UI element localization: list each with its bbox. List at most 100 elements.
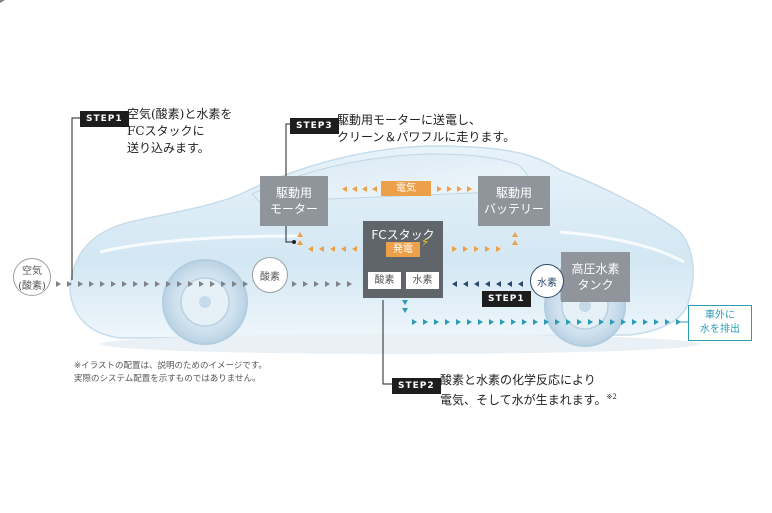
air-line1: 空気 — [22, 266, 42, 277]
water-out-arrow — [478, 319, 483, 325]
step1-line1: 空気(酸素)と水素を — [127, 107, 233, 121]
air-flow-arrow — [111, 281, 116, 287]
drive-battery-box: 駆動用 バッテリー — [478, 176, 550, 226]
water-out-arrow — [500, 319, 505, 325]
oxygen-flow-arrow — [314, 281, 319, 287]
step3-description: 駆動用モーターに送電し、 クリーン＆パワフルに走ります。 — [337, 112, 515, 146]
note-line2: 実際のシステム配置を示すものではありません。 — [74, 374, 261, 384]
fc-to-battery-up-arrow — [512, 240, 518, 245]
fc-oxygen-label: 酸素 — [368, 272, 401, 289]
fc-to-battery-arrow — [485, 246, 490, 252]
oxygen-flow-arrow — [292, 281, 297, 287]
air-flow-arrow — [89, 281, 94, 287]
fc-to-motor-arrow — [330, 246, 335, 252]
air-flow-arrow — [199, 281, 204, 287]
oxygen-flow-arrow — [325, 281, 330, 287]
step3-line2: クリーン＆パワフルに走ります。 — [337, 130, 516, 144]
step3-tag: STEP3 — [290, 118, 339, 134]
water-out-arrow — [665, 319, 670, 325]
water-out-arrow — [654, 319, 659, 325]
oxygen-flow-arrow — [347, 281, 352, 287]
electricity-label: 電気 — [381, 181, 431, 196]
step3-line1: 駆動用モーターに送電し、 — [337, 113, 482, 127]
air-flow-arrow — [122, 281, 127, 287]
water-down-arrow — [402, 300, 408, 305]
air-flow-arrow — [133, 281, 138, 287]
air-flow-arrow — [166, 281, 171, 287]
hydrogen-tank-box: 高圧水素 タンク — [561, 252, 630, 302]
tank-line2: タンク — [577, 278, 614, 292]
step2-callout-line — [382, 300, 392, 385]
hydrogen-flow-arrow — [474, 281, 479, 287]
water-out-arrow — [577, 319, 582, 325]
water-out-arrow — [511, 319, 516, 325]
air-flow-arrow — [56, 281, 61, 287]
step1-description: 空気(酸素)と水素を FCスタックに 送り込みます。 — [127, 106, 232, 157]
air-flow-arrow — [232, 281, 237, 287]
electricity-to-motor-arrow — [372, 186, 377, 192]
fc-to-battery-arrow — [463, 246, 468, 252]
water-out-arrow — [610, 319, 615, 325]
air-flow-arrow — [243, 281, 248, 287]
water-out-arrow — [588, 319, 593, 325]
air-flow-arrow — [155, 281, 160, 287]
water-out-arrow — [489, 319, 494, 325]
air-flow-arrow — [100, 281, 105, 287]
outlet-line1: 車外に — [705, 310, 735, 321]
water-out-arrow — [533, 319, 538, 325]
air-line2: (酸素) — [18, 281, 46, 292]
water-out-arrow — [423, 319, 428, 325]
air-oxygen-circle: 空気 (酸素) — [13, 258, 51, 296]
hydrogen-flow-arrow — [496, 281, 501, 287]
fc-to-battery-arrow — [452, 246, 457, 252]
air-flow-arrow — [144, 281, 149, 287]
water-out-arrow — [434, 319, 439, 325]
hydrogen-circle: 水素 — [530, 264, 564, 298]
electricity-to-battery-arrow — [437, 186, 442, 192]
air-flow-arrow — [210, 281, 215, 287]
step2-line2: 電気、そして水が生まれます。 — [440, 393, 607, 407]
water-out-arrow — [456, 319, 461, 325]
electricity-to-motor-arrow — [342, 186, 347, 192]
fc-stack-title: FCスタック — [371, 228, 435, 242]
drive-motor-box: 駆動用 モーター — [260, 176, 328, 226]
battery-line1: 駆動用 — [495, 186, 532, 200]
note-line1: ※イラストの配置は、説明のためのイメージです。 — [74, 361, 267, 371]
air-flow-arrow — [78, 281, 83, 287]
water-out-arrow — [676, 319, 681, 325]
fc-hydrogen-label: 水素 — [406, 272, 439, 289]
fc-to-battery-up-arrow — [512, 232, 518, 237]
motor-line1: 駆動用 — [275, 186, 312, 200]
oxygen-flow-arrow — [336, 281, 341, 287]
fc-to-motor-arrow — [319, 246, 324, 252]
water-out-arrow — [632, 319, 637, 325]
air-flow-arrow — [221, 281, 226, 287]
hydrogen-flow-arrow — [518, 281, 523, 287]
air-flow-arrow — [188, 281, 193, 287]
water-out-arrow — [599, 319, 604, 325]
fc-to-motor-arrow — [352, 246, 357, 252]
step1-tag: STEP1 — [80, 111, 129, 127]
oxygen-circle: 酸素 — [252, 257, 288, 293]
water-out-arrow — [467, 319, 472, 325]
step2-tag: STEP2 — [392, 378, 441, 394]
disclaimer-note: ※イラストの配置は、説明のためのイメージです。 実際のシステム配置を示すものでは… — [74, 360, 267, 386]
hydrogen-flow-arrow — [507, 281, 512, 287]
outlet-line2: 水を排出 — [700, 324, 740, 335]
air-flow-arrow — [177, 281, 182, 287]
fc-to-motor-up-arrow — [297, 240, 303, 245]
water-out-arrow — [412, 319, 417, 325]
battery-line2: バッテリー — [483, 202, 544, 216]
front-wheel — [162, 259, 248, 345]
fc-to-motor-up-arrow — [297, 232, 303, 237]
water-out-arrow — [445, 319, 450, 325]
hydrogen-flow-arrow — [463, 281, 468, 287]
electricity-to-motor-arrow — [362, 186, 367, 192]
motor-line2: モーター — [269, 202, 318, 216]
oxygen-flow-arrow — [303, 281, 308, 287]
electricity-to-motor-arrow — [352, 186, 357, 192]
water-out-arrow — [522, 319, 527, 325]
fc-to-battery-arrow — [474, 246, 479, 252]
tank-line1: 高圧水素 — [571, 262, 620, 276]
